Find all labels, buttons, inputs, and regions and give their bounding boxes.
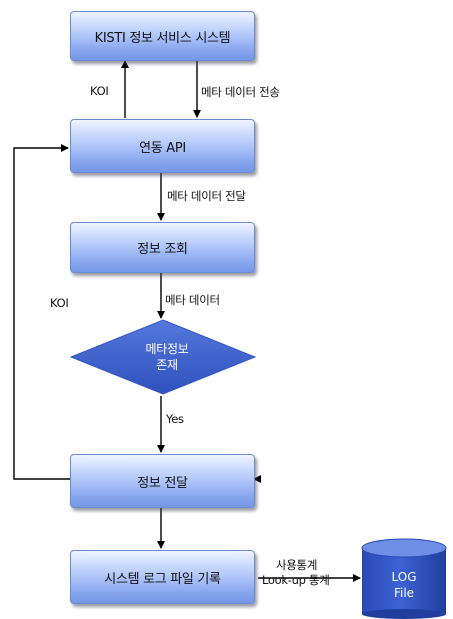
node-deliver: 정보 전달 bbox=[70, 454, 255, 508]
decision-label-line-1: 메타정보 bbox=[145, 342, 189, 356]
edge-label-meta-deliver: 메타 데이터 전달 bbox=[167, 189, 246, 203]
edge-label-usage-stats-line-2: Look-up 통계 bbox=[262, 573, 330, 587]
node-lookup: 정보 조회 bbox=[70, 222, 255, 273]
edge-label-meta-data: 메타 데이터 bbox=[165, 293, 220, 307]
decision-diamond-shape bbox=[69, 319, 257, 395]
arrow-koi-loop bbox=[13, 144, 70, 480]
edge-label-usage-stats-line-1: 사용통계 bbox=[276, 558, 318, 572]
logfile-label-line-1: LOG bbox=[391, 570, 417, 584]
database-cylinder-shape bbox=[361, 538, 447, 619]
node-kisti-system: KISTI 정보 서비스 시스템 bbox=[70, 11, 255, 61]
edge-label-usage-stats: 사용통계 Look-up 통계 bbox=[262, 558, 330, 588]
logfile-label-line-2: File bbox=[393, 586, 415, 600]
edge-label-koi-up: KOI bbox=[90, 84, 109, 98]
decision-label-line-2: 존재 bbox=[156, 358, 178, 372]
edge-label-koi-loop: KOI bbox=[50, 296, 69, 310]
node-log-write: 시스템 로그 파일 기록 bbox=[70, 550, 255, 604]
node-api: 연동 API bbox=[70, 119, 255, 173]
logfile-label: LOG File bbox=[361, 569, 447, 601]
edge-label-yes: Yes bbox=[166, 412, 184, 426]
edge-label-meta-send: 메타 데이터 전송 bbox=[201, 85, 280, 99]
decision-label: 메타정보 존재 bbox=[99, 341, 235, 373]
